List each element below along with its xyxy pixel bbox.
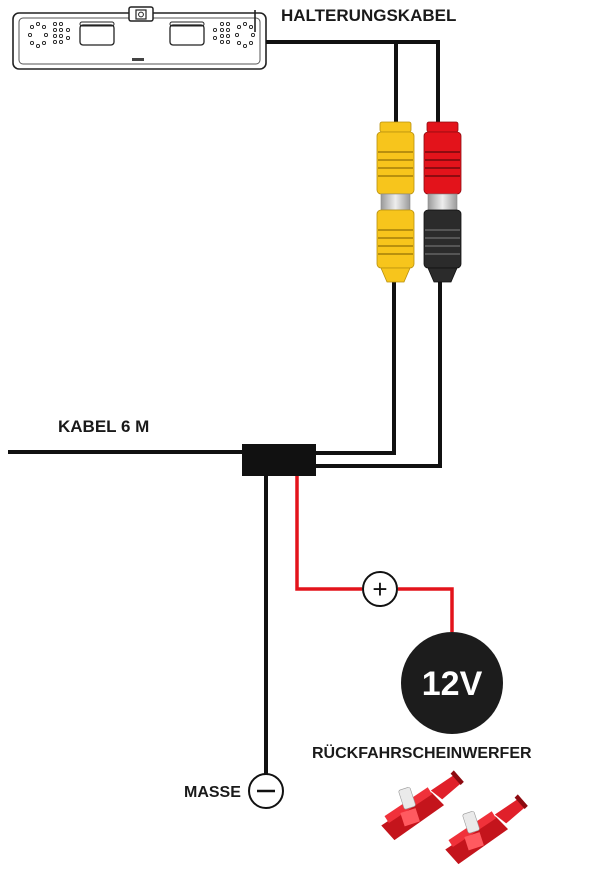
red-wire: [295, 476, 454, 632]
rca-red-black-connector-icon: [423, 121, 462, 283]
svg-text:+: +: [372, 574, 387, 604]
plus-symbol-icon: +: [362, 571, 398, 607]
reverse-light-label: RÜCKFAHRSCHEINWERFER: [312, 743, 532, 762]
black-wires: [8, 40, 442, 775]
power-source-icon: 12V: [401, 632, 503, 734]
mount-cable-label: HALTERUNGSKABEL: [281, 6, 456, 25]
junction-box-icon: [242, 444, 316, 476]
ground-label: MASSE: [184, 784, 241, 801]
splice-connector-icon: [381, 770, 528, 865]
minus-symbol-icon: [248, 773, 284, 809]
cable-length-label: KABEL 6 M: [58, 417, 149, 436]
license-plate-camera-icon: [12, 6, 267, 70]
rca-yellow-connector-icon: [376, 121, 415, 283]
voltage-label: 12V: [422, 665, 483, 703]
